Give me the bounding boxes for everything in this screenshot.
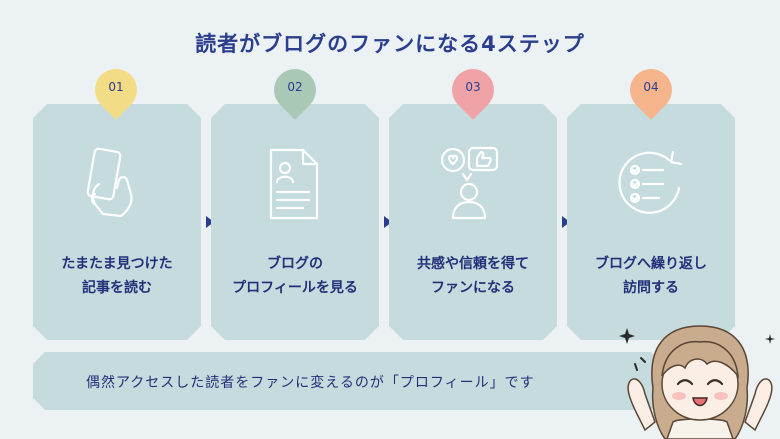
step-text-4: ブログへ繰り返し 訪問する <box>595 256 707 296</box>
profile-document-icon <box>255 144 335 224</box>
step-number-4: 04 <box>643 80 659 94</box>
smartphone-hand-icon <box>77 144 157 224</box>
step-number-2: 02 <box>287 80 303 94</box>
step-number-1: 01 <box>108 80 124 94</box>
arrow-right-icon <box>562 216 570 228</box>
step-card-1: たまたま見つけた 記事を読む <box>33 104 201 340</box>
arrow-right-icon <box>384 216 392 228</box>
step-text-2: ブログの プロフィールを見る <box>232 256 358 296</box>
arrow-right-icon <box>206 216 214 228</box>
page-title: 読者がブログのファンになる4ステップ <box>195 32 585 56</box>
step-card-3: 共感や信頼を得て ファンになる <box>389 104 557 340</box>
happy-girl-illustration <box>619 325 775 439</box>
step-number-3: 03 <box>465 80 481 94</box>
summary-text: 偶然アクセスした読者をファンに変えるのが「プロフィール」です <box>86 375 535 391</box>
step-card-2: ブログの プロフィールを見る <box>211 104 379 340</box>
person-likes-icon <box>433 144 513 224</box>
step-text-3: 共感や信頼を得て ファンになる <box>417 256 529 296</box>
step-card-4: ブログへ繰り返し 訪問する <box>567 104 735 340</box>
summary-bar <box>33 352 663 410</box>
step-text-1: たまたま見つけた 記事を読む <box>61 256 173 296</box>
checklist-cycle-icon <box>611 144 691 224</box>
